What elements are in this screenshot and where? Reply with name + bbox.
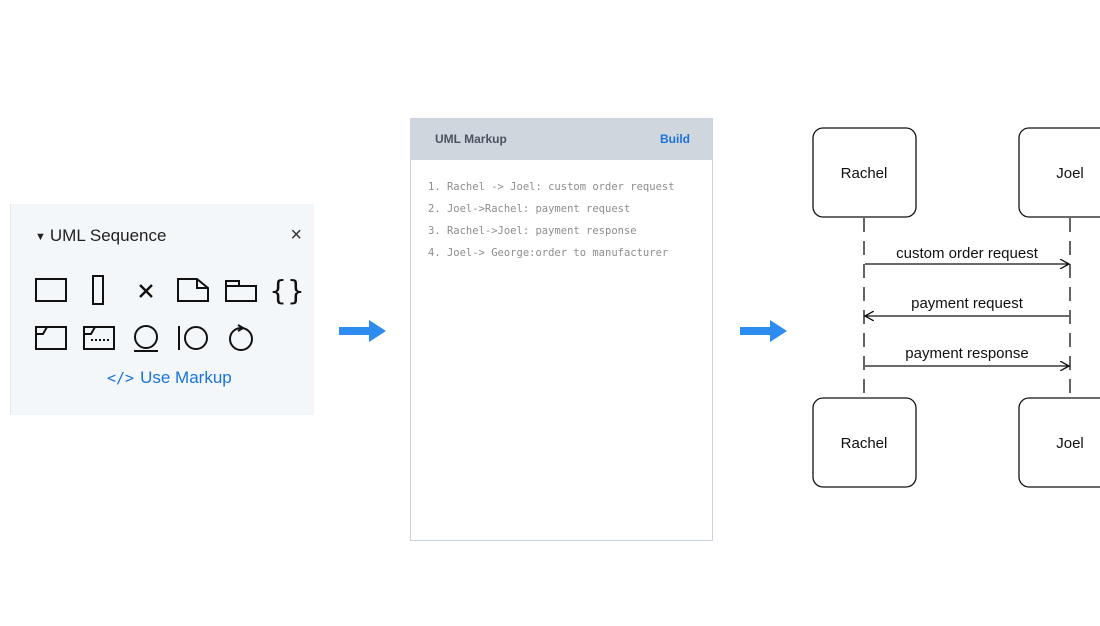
boundary-frame-icon[interactable] xyxy=(81,320,117,356)
markup-line: 3. Rachel->Joel: payment response xyxy=(428,225,637,237)
rectangle-icon[interactable] xyxy=(33,272,69,308)
participant-label: Joel xyxy=(1056,435,1084,452)
message-arrow[interactable]: custom order request xyxy=(865,245,1069,264)
destroy-x-icon[interactable] xyxy=(128,272,164,308)
code-icon: </> xyxy=(107,369,135,387)
markup-line: 4. Joel-> George:order to manufacturer xyxy=(428,247,669,259)
message-arrow[interactable]: payment response xyxy=(865,345,1069,366)
right-arrow-icon xyxy=(339,320,386,342)
panel-title[interactable]: ▼UML Sequence xyxy=(35,226,166,248)
message-label: payment response xyxy=(905,345,1028,362)
markup-editor: UML Markup Build 1. Rachel -> Joel: cust… xyxy=(410,118,713,541)
editor-title: UML Markup xyxy=(435,132,507,146)
right-arrow-icon xyxy=(740,320,787,342)
frame-icon[interactable] xyxy=(33,320,69,356)
close-icon[interactable]: × xyxy=(290,224,302,246)
participant-label: Rachel xyxy=(841,435,888,452)
panel-header: ▼UML Sequence × xyxy=(35,224,302,248)
participant-rachel-top[interactable]: Rachel xyxy=(812,127,917,218)
uml-shape-panel: ▼UML Sequence × {} xyxy=(10,204,314,415)
use-markup-link[interactable]: </> Use Markup xyxy=(107,368,232,388)
note-icon[interactable] xyxy=(175,272,211,308)
participant-joel-top[interactable]: Joel xyxy=(1018,127,1100,218)
boundary-icon[interactable] xyxy=(175,320,211,356)
panel-title-text: UML Sequence xyxy=(49,226,167,245)
shape-grid: {} xyxy=(11,204,314,415)
entity-icon[interactable] xyxy=(128,320,164,356)
control-icon[interactable] xyxy=(223,320,259,356)
participant-joel-bottom[interactable]: Joel xyxy=(1018,397,1100,488)
markup-line: 1. Rachel -> Joel: custom order request xyxy=(428,181,675,193)
use-markup-label: Use Markup xyxy=(140,368,232,387)
participant-label: Joel xyxy=(1056,165,1084,182)
editor-header: UML Markup Build xyxy=(411,119,712,160)
message-label: payment request xyxy=(911,295,1024,312)
build-button[interactable]: Build xyxy=(660,132,690,146)
participant-rachel-bottom[interactable]: Rachel xyxy=(812,397,917,488)
markup-text-area[interactable]: 1. Rachel -> Joel: custom order request … xyxy=(411,160,712,264)
svg-text:{}: {} xyxy=(269,274,305,307)
activation-bar-icon[interactable] xyxy=(81,272,117,308)
message-arrow[interactable]: payment request xyxy=(865,295,1069,316)
message-label: custom order request xyxy=(896,245,1039,262)
braces-icon[interactable]: {} xyxy=(269,272,305,308)
caret-down-icon[interactable]: ▼ xyxy=(35,231,46,243)
markup-line: 2. Joel->Rachel: payment request xyxy=(428,203,631,215)
package-icon[interactable] xyxy=(223,272,259,308)
participant-label: Rachel xyxy=(841,165,888,182)
